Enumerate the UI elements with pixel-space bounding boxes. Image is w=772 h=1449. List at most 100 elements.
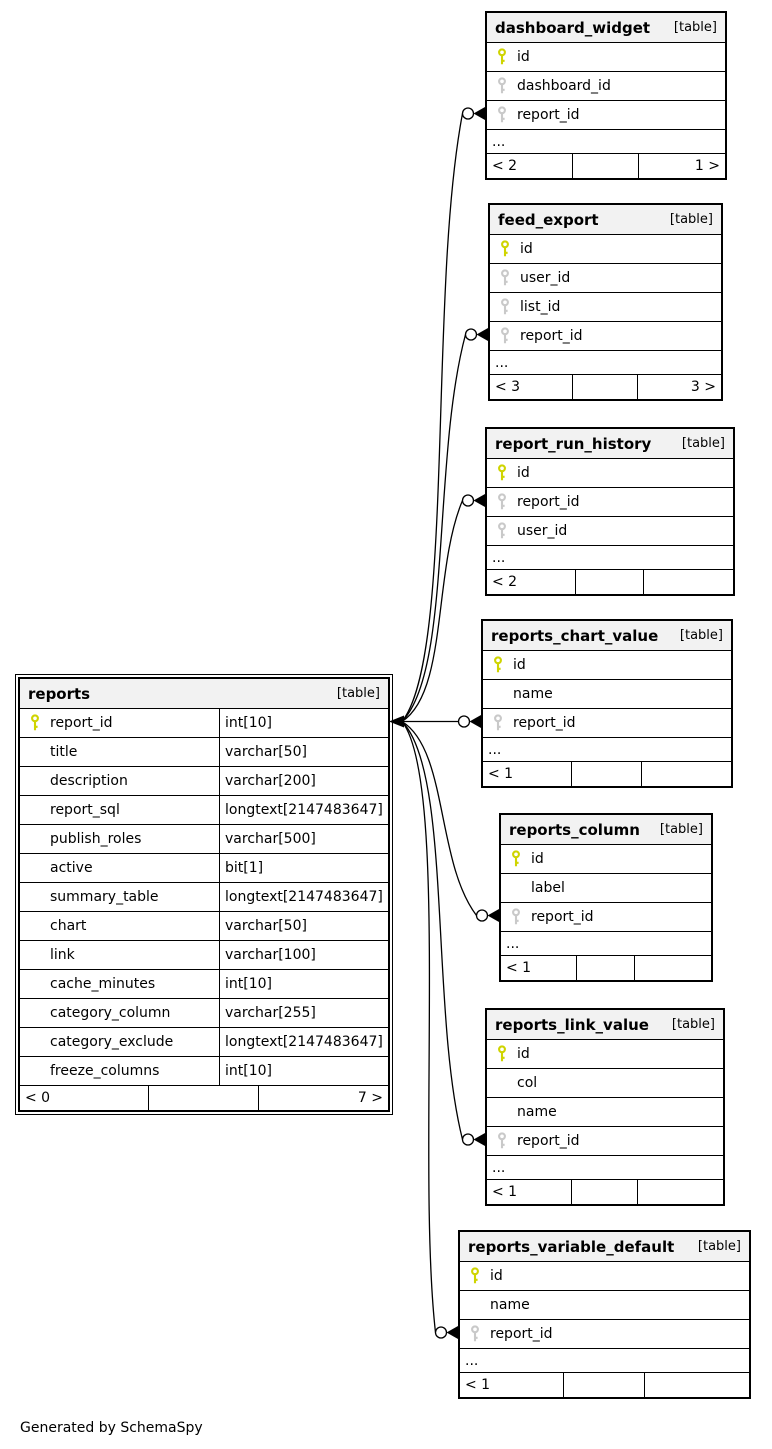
primary-key-icon <box>501 850 531 868</box>
zero-or-many-circle <box>461 107 475 120</box>
table-type-tag: [table] <box>336 686 380 701</box>
column-row-id: id <box>460 1262 749 1291</box>
column-row-report_id: report_id <box>460 1320 749 1349</box>
column-name: category_exclude <box>50 1034 174 1050</box>
column-row-report_id: report_id <box>487 101 725 130</box>
degree-footer: < 1 <box>483 762 731 786</box>
primary-key-icon <box>483 656 513 674</box>
origin-arrow <box>389 715 404 728</box>
degree-cell-parents-label: 1 > <box>694 158 720 174</box>
column-name: id <box>517 49 530 65</box>
degree-cell-parents-label: 3 > <box>690 379 716 395</box>
degree-cell-children: < 1 <box>460 1373 565 1397</box>
primary-key-icon <box>487 48 517 66</box>
column-name: cache_minutes <box>50 976 156 992</box>
column-row-id: id <box>483 651 731 680</box>
column-row-id: id <box>487 459 733 488</box>
ellipsis-text: ... <box>492 133 506 150</box>
table-type-tag: [table] <box>697 1239 741 1254</box>
table-title[interactable]: dashboard_widget <box>495 18 651 37</box>
foreign-key-icon <box>501 908 531 926</box>
column-type: varchar[100] <box>219 941 388 969</box>
column-row-id: id <box>490 235 721 264</box>
table-title[interactable]: reports_link_value <box>495 1015 649 1034</box>
zero-or-many-circle <box>461 1133 475 1146</box>
column-row-name: name <box>460 1291 749 1320</box>
degree-footer: < 1 <box>460 1373 749 1397</box>
column-row-dashboard_id: dashboard_id <box>487 72 725 101</box>
more-columns-ellipsis: ... <box>483 738 731 762</box>
degree-cell-children: < 0 <box>20 1086 149 1110</box>
more-columns-ellipsis: ... <box>487 546 733 570</box>
generator-note: Generated by SchemaSpy <box>20 1420 203 1436</box>
column-name: report_id <box>50 715 113 731</box>
degree-cell-parents: 1 > <box>639 154 725 178</box>
zero-or-many-circle <box>475 909 489 922</box>
column-row-report_id: report_id <box>487 1127 723 1156</box>
column-name: dashboard_id <box>517 78 611 94</box>
column-name: report_id <box>513 715 576 731</box>
column-type: int[10] <box>219 709 388 737</box>
column-name: user_id <box>520 270 571 286</box>
degree-footer: < 2 <box>487 570 733 594</box>
foreign-key-icon <box>487 522 517 540</box>
primary-key-icon <box>487 464 517 482</box>
column-name: name <box>513 686 553 702</box>
zero-or-many-circle <box>464 328 478 341</box>
foreign-key-icon <box>483 714 513 732</box>
crow-foot-arrow <box>473 1133 485 1146</box>
primary-key-icon <box>490 240 520 258</box>
column-row-id: id <box>487 1040 723 1069</box>
degree-cell-children: < 1 <box>487 1180 572 1204</box>
more-columns-ellipsis: ... <box>487 1156 723 1180</box>
degree-cell-children: < 2 <box>487 154 573 178</box>
column-name: id <box>520 241 533 257</box>
foreign-key-icon <box>460 1325 490 1343</box>
table-header: dashboard_widget[table] <box>487 13 725 43</box>
degree-cell-children: < 2 <box>487 570 576 594</box>
column-name: report_id <box>517 494 580 510</box>
column-name: report_id <box>520 328 583 344</box>
table-title[interactable]: report_run_history <box>495 434 652 453</box>
foreign-key-icon <box>487 1132 517 1150</box>
degree-cell-parents <box>635 956 711 980</box>
column-row-label: label <box>501 874 711 903</box>
crow-foot-arrow <box>473 107 485 120</box>
column-type: varchar[50] <box>219 912 388 940</box>
column-name: label <box>531 880 565 896</box>
edge-line-reports-to-feed_export <box>401 334 467 722</box>
crow-foot-arrow <box>487 909 499 922</box>
degree-cell-middle <box>573 375 638 399</box>
column-name: description <box>50 773 128 789</box>
column-type: longtext[2147483647] <box>219 883 388 911</box>
crow-foot-arrow <box>469 715 481 728</box>
column-row-report_id: report_id <box>490 322 721 351</box>
table-title[interactable]: reports <box>28 684 91 703</box>
column-row-id: id <box>501 845 711 874</box>
column-row-user_id: user_id <box>487 517 733 546</box>
ellipsis-text: ... <box>495 354 509 371</box>
ellipsis-text: ... <box>488 741 502 758</box>
edge-line-reports-to-report_run_history <box>401 500 464 723</box>
degree-cell-parents <box>642 762 731 786</box>
column-name: report_id <box>531 909 594 925</box>
foreign-key-icon <box>490 298 520 316</box>
table-title[interactable]: reports_column <box>509 820 640 839</box>
foreign-key-icon <box>490 327 520 345</box>
degree-cell-parents: 7 > <box>259 1086 388 1110</box>
table-title[interactable]: reports_variable_default <box>468 1237 675 1256</box>
degree-cell-children-label: < 1 <box>492 1184 518 1200</box>
column-name: list_id <box>520 299 561 315</box>
table-title[interactable]: reports_chart_value <box>491 626 659 645</box>
column-name: link <box>50 947 75 963</box>
table-title[interactable]: feed_export <box>498 210 599 229</box>
primary-key-icon <box>487 1045 517 1063</box>
